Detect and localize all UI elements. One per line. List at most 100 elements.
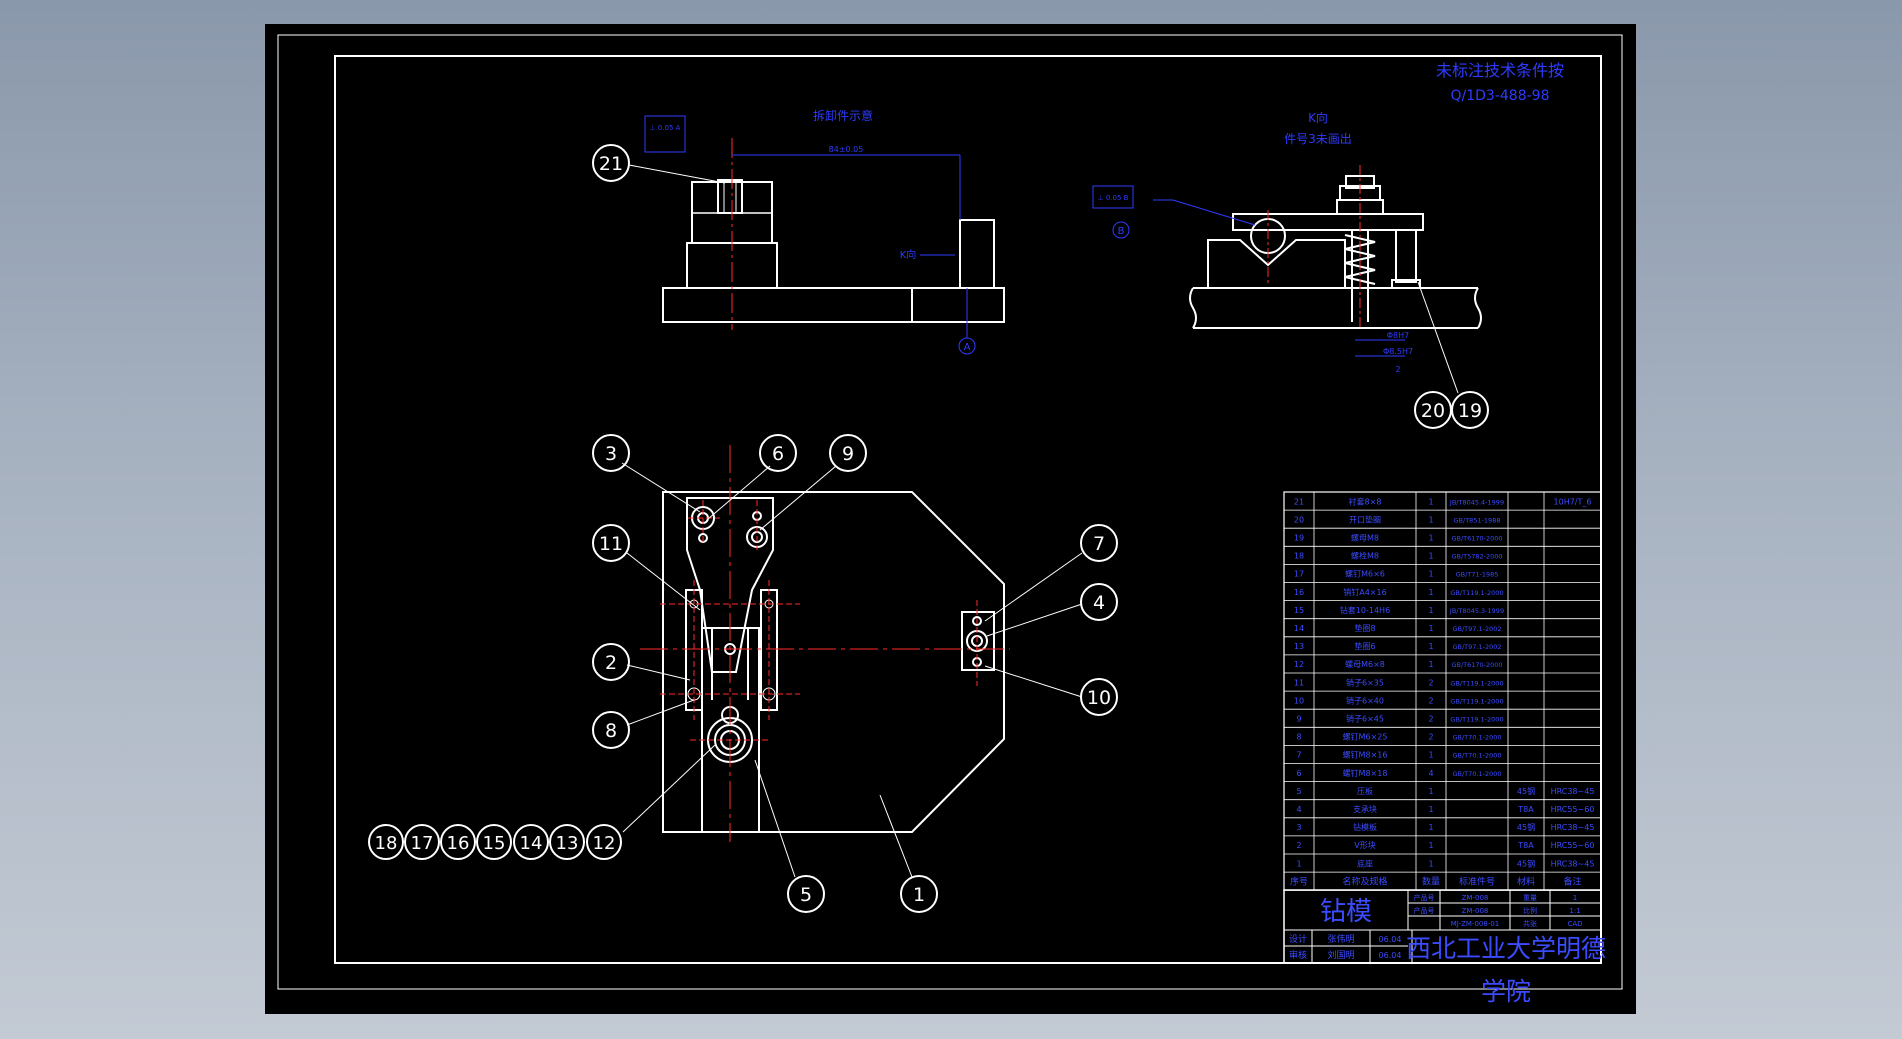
bom-cell: 2 <box>1296 841 1301 850</box>
title-block-frame <box>1283 889 1602 964</box>
balloon-21-label: 21 <box>599 153 623 175</box>
balloon-9: 9 <box>829 434 867 472</box>
bom-cell: HRC38~45 <box>1551 787 1595 796</box>
balloon-7-label: 7 <box>1093 533 1105 555</box>
pin-base <box>1391 279 1421 289</box>
bom-cell: 1 <box>1428 660 1433 669</box>
bom-cell: 9 <box>1296 715 1301 724</box>
top-right-view: K向 件号3未画出 ⊥ 0.05 B B Φ8H7 Φ8.5H7 2 <box>1092 110 1482 394</box>
datum-a-label: A <box>964 342 971 353</box>
bom-cell: 1 <box>1428 859 1433 868</box>
balloon-19: 19 <box>1451 391 1489 429</box>
balloon-11-label: 11 <box>599 533 623 555</box>
bom-cell: HRC38~45 <box>1551 859 1595 868</box>
tb-label-4: 共张 <box>1523 919 1537 928</box>
outer-border <box>277 34 1623 990</box>
top-left-view: 拆卸件示意 84±0.05 A K向 ⊥ 0.05 A <box>628 108 1005 355</box>
bom-cell: 螺栓M8 <box>1351 551 1379 561</box>
view-label-top-left: 拆卸件示意 <box>813 108 873 123</box>
balloon-17-label: 17 <box>411 833 434 854</box>
bom-cell: 1 <box>1428 642 1433 651</box>
bom-cell: 1 <box>1428 588 1433 597</box>
bom-cell: GB/T71-1985 <box>1456 571 1499 579</box>
drawing-name: 钻模 <box>1320 897 1372 927</box>
balloons: 21 20 19 3 6 9 11 2 8 7 4 10 5 1 18 17 1… <box>368 144 1489 913</box>
bom-cell: 4 <box>1296 805 1301 814</box>
balloon-1: 1 <box>900 875 938 913</box>
leader-3 <box>621 462 701 513</box>
date-2: 06.04 <box>1379 951 1402 960</box>
balloon-8: 8 <box>592 711 630 749</box>
balloon-8-label: 8 <box>605 720 617 742</box>
balloon-6-label: 6 <box>772 443 784 465</box>
bom-cell: 2 <box>1428 715 1433 724</box>
tb-value-4: CAD <box>1567 920 1582 928</box>
balloon-18-label: 18 <box>375 833 398 854</box>
bom-cell: 12 <box>1294 660 1304 669</box>
balloon-2-label: 2 <box>605 652 617 674</box>
bom-cell: 1 <box>1428 497 1433 506</box>
bom-cell: HRC55~60 <box>1551 805 1595 814</box>
tb-label-2: 重量 <box>1523 894 1537 902</box>
balloon-12-label: 12 <box>593 833 616 854</box>
bom-cell: GB/T97.1-2002 <box>1452 643 1501 651</box>
leader-7 <box>984 552 1083 622</box>
leader-10 <box>984 665 1083 698</box>
balloon-2: 2 <box>592 643 630 681</box>
bom-cell: 5 <box>1296 787 1301 796</box>
bom-cell: 1 <box>1428 787 1433 796</box>
balloon-12: 12 <box>586 824 622 860</box>
bom-cell: 螺母M8 <box>1351 533 1379 543</box>
school-line2: 学院 <box>1481 977 1531 1006</box>
tb-mid-value-0: MJ-ZM-008-01 <box>1451 920 1500 928</box>
tech-note-line1: 未标注技术条件按 <box>1436 61 1564 80</box>
bom-cell: T8A <box>1517 841 1534 850</box>
bom-cell: 螺钉M6×6 <box>1345 569 1385 579</box>
bom-cell: GB/T97.1-2002 <box>1452 625 1501 633</box>
bom-cell: 1 <box>1428 534 1433 543</box>
tech-note-line2: Q/1D3-488-98 <box>1451 88 1550 104</box>
bom-cell: GB/T119.1-2000 <box>1450 589 1503 597</box>
tol-box-top-text: ⊥ 0.05 A <box>650 124 681 132</box>
bom-cell: 45钢 <box>1517 786 1535 796</box>
bom-cell: 支承块 <box>1353 804 1377 814</box>
bom-cell: 螺钉M8×18 <box>1343 768 1388 778</box>
support-block <box>961 611 995 671</box>
bom-cell: GB/T70.1-2000 <box>1452 734 1501 742</box>
main-plan-view <box>640 445 1010 842</box>
base-outline <box>662 491 1005 833</box>
spring <box>1344 234 1376 285</box>
tb-label-1: 产品号 <box>1414 906 1435 915</box>
view-label-top-right-1: K向 <box>1308 110 1328 125</box>
leader-9 <box>759 465 837 531</box>
bom-header-cell: 名称及规格 <box>1342 875 1387 887</box>
bom-cell: 压板 <box>1357 786 1373 796</box>
bom-cell: GB/T6170-2000 <box>1451 535 1502 543</box>
tb-value-0: ZM-008 <box>1462 894 1489 902</box>
bom-cell: 螺钉M6×25 <box>1343 732 1388 742</box>
balloon-3: 3 <box>592 434 630 472</box>
designer-name: 张伟明 <box>1327 933 1354 945</box>
bom-cell: 4 <box>1428 769 1433 778</box>
bom-cell: JB/T8045.3-1999 <box>1449 607 1504 615</box>
bom-cell: 10 <box>1294 696 1304 705</box>
bom-cell: 10H7/T_6 <box>1554 497 1592 506</box>
balloon-21: 21 <box>592 144 630 182</box>
bom-header-cell: 材料 <box>1517 875 1535 887</box>
dim-phi-1: Φ8H7 <box>1387 331 1410 340</box>
bom-header-cell: 备注 <box>1563 875 1581 887</box>
view-label-top-right-2: 件号3未画出 <box>1284 132 1352 146</box>
bom-cell: 45钢 <box>1517 822 1535 832</box>
bom-cell: JB/T8045.4-1999 <box>1449 498 1504 506</box>
title-block: 钻模 产品号 产品号 重量 比例 共张 ZM-008 ZM-008 MJ-ZM-… <box>1283 889 1606 1006</box>
drill-bushing <box>717 179 743 214</box>
balloon-14-label: 14 <box>520 833 543 854</box>
balloon-leaders <box>621 462 1083 878</box>
bom-cell: 6 <box>1296 769 1301 778</box>
balloon-6: 6 <box>759 434 797 472</box>
bom-cell: 1 <box>1428 624 1433 633</box>
bom-cell: 18 <box>1294 552 1304 561</box>
bom-cell: GB/T70.1-2000 <box>1452 752 1501 760</box>
bom-cell: GB/T5782-2000 <box>1451 553 1502 561</box>
